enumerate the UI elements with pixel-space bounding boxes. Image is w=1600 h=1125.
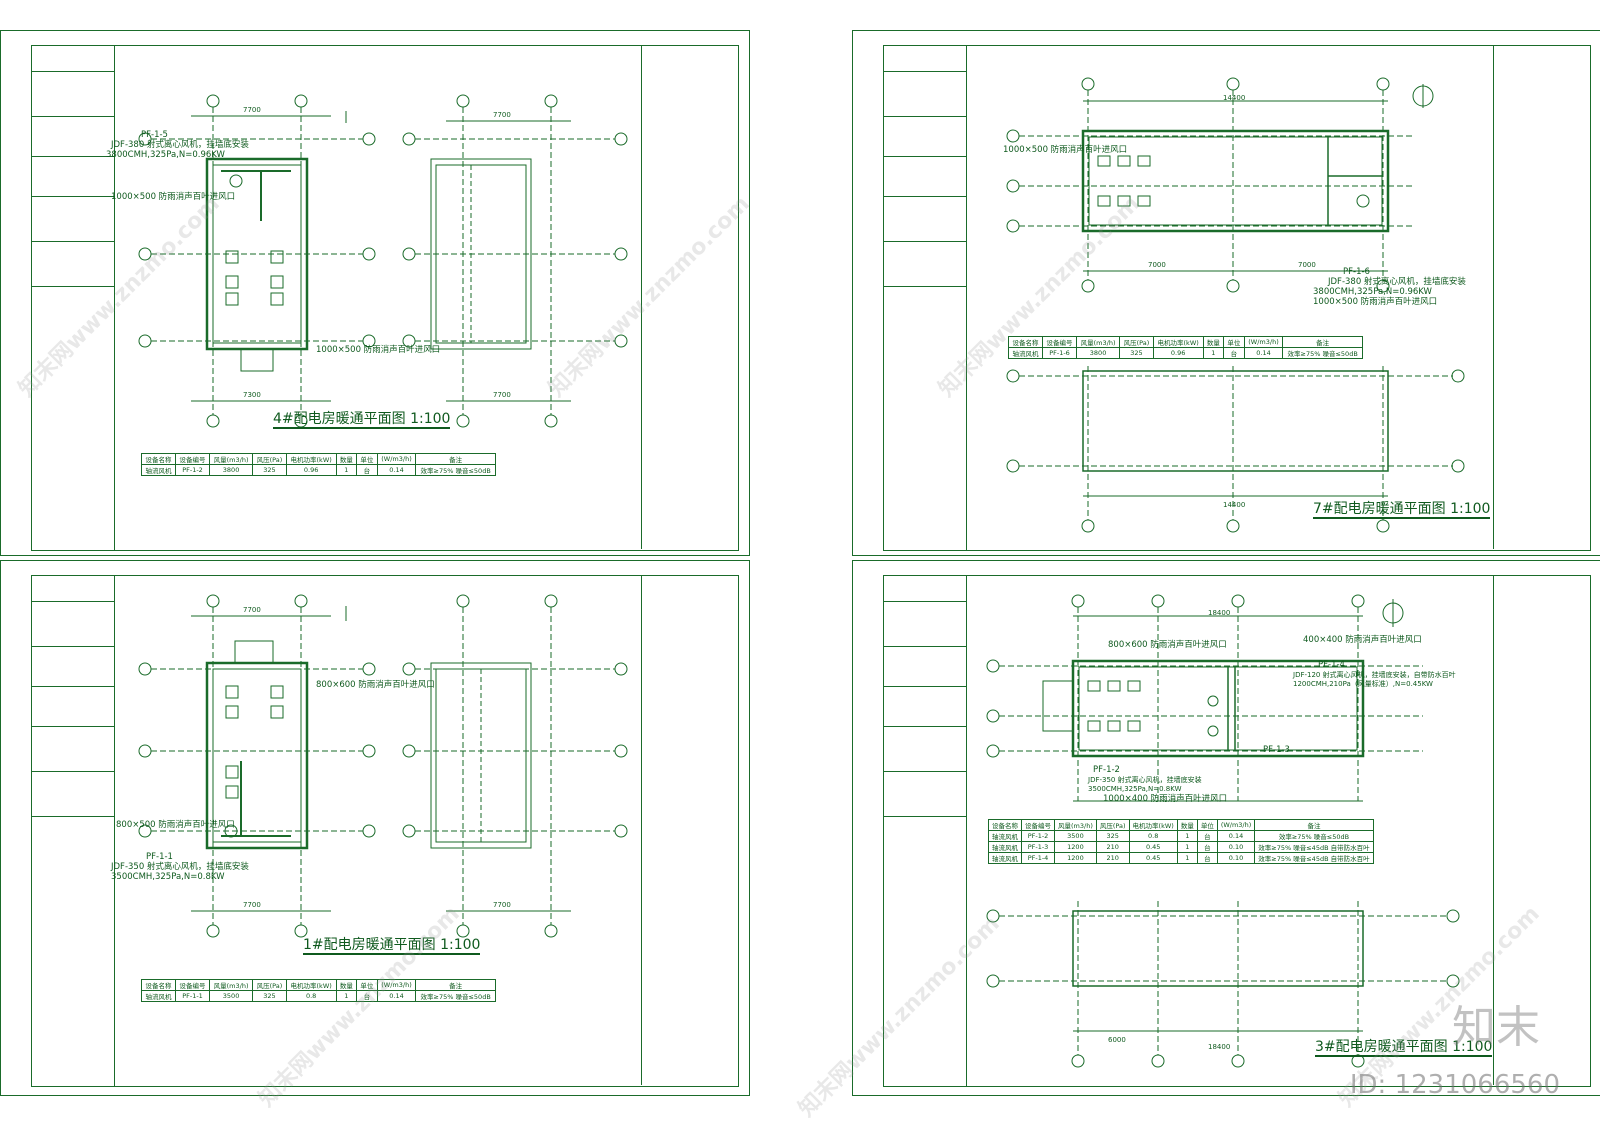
- title-block: [883, 575, 967, 1087]
- drawing-title: 7#配电房暖通平面图 1:100: [1313, 501, 1491, 519]
- fan-spec: 3500CMH,325Pa,N=0.8KW: [1088, 785, 1182, 793]
- floor-plan-7: [1006, 77, 1465, 533]
- fan-label: PF-1-6: [1343, 267, 1370, 277]
- fan-label: PF-1-2: [1093, 765, 1120, 775]
- dimension: 7700: [243, 901, 261, 909]
- drawing-sheet-4: PF-1-5 JDF-380 射式离心风机，挂墙底安装 3800CMH,325P…: [0, 30, 750, 556]
- louver-label: 800×500 防雨消声百叶进风口: [116, 820, 235, 830]
- title-block: [883, 45, 967, 551]
- right-margin: [1493, 45, 1590, 549]
- right-margin: [641, 575, 738, 1085]
- dimension: 7700: [243, 606, 261, 614]
- right-margin: [1493, 575, 1590, 1085]
- drawing-title: 3#配电房暖通平面图 1:100: [1315, 1039, 1493, 1057]
- title-block: [31, 575, 115, 1087]
- dimension: 14400: [1223, 501, 1246, 509]
- dimension: 6000: [1108, 1036, 1126, 1044]
- fan-spec: JDF-350 射式离心风机，挂墙底安装: [111, 862, 249, 872]
- dimension: 18400: [1208, 1043, 1231, 1051]
- dimension: 7700: [493, 111, 511, 119]
- equipment-table: 设备名称设备编号风量(m3/h)风压(Pa)电机功率(kW)数量单位(W/m3/…: [141, 453, 496, 476]
- dimension: 18400: [1208, 609, 1231, 617]
- equipment-table: 设备名称设备编号风量(m3/h)风压(Pa)电机功率(kW)数量单位(W/m3/…: [1008, 336, 1363, 359]
- dimension: 7300: [243, 391, 261, 399]
- drawing-title: 4#配电房暖通平面图 1:100: [273, 411, 451, 429]
- fan-label: PF-1-3: [1263, 745, 1290, 755]
- fan-spec: 3800CMH,325Pa,N=0.96KW: [106, 150, 225, 160]
- dimension: 14400: [1223, 94, 1246, 102]
- dimension: 7000: [1148, 261, 1166, 269]
- louver-label: 800×600 防雨消声百叶进风口: [1108, 640, 1227, 650]
- dimension: 7000: [1298, 261, 1316, 269]
- fan-spec: JDF-380 射式离心风机，挂墙底安装: [1328, 277, 1466, 287]
- fan-spec: 3800CMH,325Pa,N=0.96KW: [1313, 287, 1432, 297]
- louver-label: 1000×500 防雨消声百叶进风口: [1003, 145, 1128, 155]
- louver-label: 400×400 防雨消声百叶进风口: [1303, 635, 1422, 645]
- dimension: 7700: [493, 391, 511, 399]
- louver-label: 1000×500 防雨消声百叶进风口: [316, 345, 441, 355]
- drawing-sheet-3: 800×600 防雨消声百叶进风口 400×400 防雨消声百叶进风口 PF-1…: [852, 560, 1600, 1096]
- louver-label: 1000×500 防雨消声百叶进风口: [1313, 297, 1438, 307]
- dimension: 7700: [493, 901, 511, 909]
- fan-label: PF-1-4: [1318, 660, 1345, 670]
- fan-label: PF-1-5: [141, 130, 168, 140]
- equipment-table: 设备名称设备编号风量(m3/h)风压(Pa)电机功率(kW)数量单位(W/m3/…: [988, 819, 1374, 864]
- drawing-sheet-1: 800×600 防雨消声百叶进风口 800×500 防雨消声百叶进风口 PF-1…: [0, 560, 750, 1096]
- floor-plan-1: [138, 594, 628, 938]
- equipment-table: 设备名称设备编号风量(m3/h)风压(Pa)电机功率(kW)数量单位(W/m3/…: [141, 979, 496, 1002]
- drawing-sheet-7: 1000×500 防雨消声百叶进风口 PF-1-6 JDF-380 射式离心风机…: [852, 30, 1600, 556]
- floor-plan-3: [986, 594, 1460, 1068]
- drawing-title: 1#配电房暖通平面图 1:100: [303, 937, 481, 955]
- louver-label: 800×600 防雨消声百叶进风口: [316, 680, 435, 690]
- louver-label: 1000×500 防雨消声百叶进风口: [111, 192, 236, 202]
- id-label: ID: 1231066560: [1349, 1070, 1560, 1100]
- fan-spec: JDF-380 射式离心风机，挂墙底安装: [111, 140, 249, 150]
- brand-logo-text: 知末: [1452, 1002, 1540, 1053]
- fan-spec: JDF-120 射式离心风机，挂墙底安装，自带防水百叶: [1293, 671, 1456, 679]
- dimension: 7700: [243, 106, 261, 114]
- louver-label: 1000×400 防雨消声百叶进风口: [1103, 794, 1228, 804]
- fan-spec: 1200CMH,210Pa（风量标准）,N=0.45KW: [1293, 680, 1433, 688]
- title-block: [31, 45, 115, 551]
- right-margin: [641, 45, 738, 549]
- fan-spec: 3500CMH,325Pa,N=0.8KW: [111, 872, 225, 882]
- floor-plan-4: [138, 94, 628, 428]
- fan-label: PF-1-1: [146, 852, 173, 862]
- fan-spec: JDF-350 射式离心风机，挂墙底安装: [1088, 776, 1202, 784]
